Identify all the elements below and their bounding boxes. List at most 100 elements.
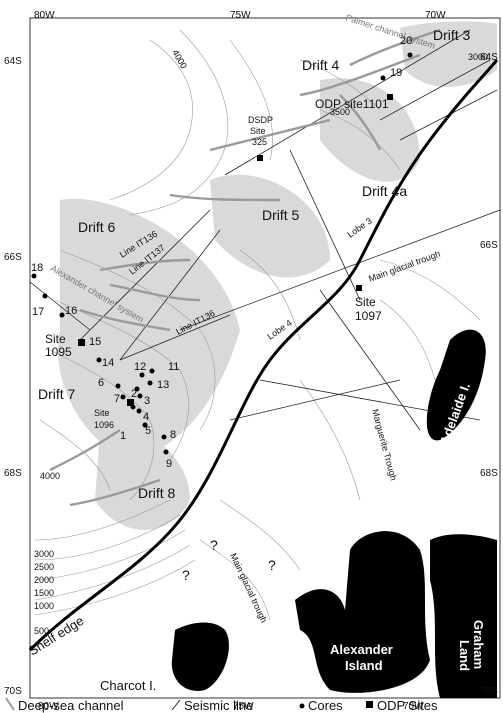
core-label: 12 [134,361,146,373]
contour-label: 1000 [34,601,54,611]
feature-label: ? [210,537,218,553]
site-label: Site [45,332,66,346]
feature-label: Land [457,640,472,671]
core-label: 7 [114,393,120,405]
core-label: 1 [120,430,126,442]
core-dot-icon [299,703,305,709]
seismic-line [119,314,231,361]
core-dot [120,394,126,400]
seismic-line [119,229,221,361]
lat-tick: 64S [480,52,498,63]
drift-label: Drift 4 [302,57,340,73]
contour-line [299,59,381,111]
deep-sea-channel [209,118,331,152]
feature-label: ? [182,567,190,583]
legend-odp-sites: ODP Sites [377,698,438,713]
site-label: Site [355,295,376,309]
core-label: 11 [168,361,179,373]
drift-label: Drift 5 [262,207,300,223]
lat-tick: 66S [4,252,22,263]
contour-line [299,379,361,501]
core-dot [96,357,102,363]
core-dot [163,449,169,455]
site-label: 1096 [94,420,114,430]
seismic-line [179,209,501,331]
core-label: 13 [157,379,169,391]
core-label: 14 [102,357,114,369]
drift-label: Drift 3 [433,27,471,43]
core-dot [161,434,167,440]
deep-sea-channels [49,28,441,507]
lon-tick: 80W [38,701,59,712]
feature-label: Alexander [330,642,393,657]
deep-sea-channel [69,478,161,507]
site-label: 1095 [45,345,72,359]
contour-label: 3000 [34,549,54,559]
core-dot [130,404,136,410]
odp-site-marker [78,339,85,346]
drift-label: Drift 4a [362,183,407,199]
lat-tick: 64S [4,56,22,67]
core-label: 6 [98,377,104,389]
graham-land [430,534,497,698]
contour-line [49,349,155,501]
adelaide-island [426,329,486,441]
contour-line [219,499,301,571]
contour-line [239,249,301,341]
contour-label: 500 [34,626,49,636]
contour-line [34,499,171,541]
lon-tick: 70W [425,10,446,21]
lon-tick: 70W [403,701,424,712]
alexander-island [295,531,430,693]
lon-tick: 75W [233,701,254,712]
core-label: 16 [65,305,77,317]
drift-label: Drift 6 [78,219,116,235]
legend: Deep-sea channel Seismic line Cores ODP … [5,697,438,713]
core-dot [137,393,143,399]
lat-tick: 68S [4,468,22,479]
core-dot [407,52,413,58]
contour-line [34,559,196,616]
core-dots [31,52,413,455]
site-markers [78,94,393,406]
contour-line [379,259,481,321]
core-dot [142,422,148,428]
deep-sea-channel-icon [5,697,15,711]
core-label: 4 [143,411,149,423]
deep-sea-channel [339,94,382,151]
core-label: 2 [131,388,137,400]
core-dot [115,383,121,389]
shelf-edge-line [28,59,499,652]
seismic-line [319,289,421,431]
contour-line [39,419,111,491]
seismic-line [79,209,211,341]
core-dot [139,372,145,378]
legend-cores: Cores [308,698,343,713]
odp-site-marker [356,285,362,291]
seismic-line-icon [171,699,181,711]
core-dot [147,380,153,386]
feature-label: Island [345,658,383,673]
site-label: 1097 [355,309,382,323]
lat-tick: 66S [480,240,498,251]
lat-tick: 70S [480,686,498,697]
deep-sea-channel [99,258,191,272]
site-label: 325 [252,137,267,147]
odp-site-marker [127,399,134,406]
contour-label: 4000 [40,471,60,481]
contour-label: 2500 [34,562,54,572]
dsdp-site-marker [257,155,263,161]
deep-sea-channel [109,283,201,302]
seismic-line [379,59,491,121]
core-label: 17 [32,306,44,318]
contour-label: 2000 [34,575,54,585]
drift3-area [400,21,497,87]
core-label: 5 [145,425,151,437]
seismic-line [29,281,91,331]
odp-site-icon [366,701,373,708]
core-dot [134,386,140,392]
odp-site-marker [387,94,393,100]
core-dot [380,75,386,81]
core-label: 20 [400,35,412,47]
